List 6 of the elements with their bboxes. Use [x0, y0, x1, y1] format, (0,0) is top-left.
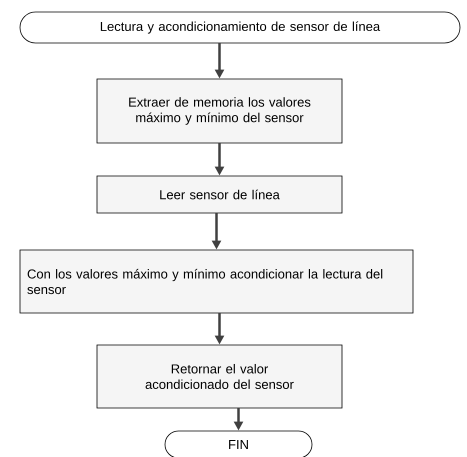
process-box: Extraer de memoria los valores máximo y mínimo del sensor — [96, 78, 342, 144]
process-box: Retornar el valor acondicionado del sensor — [96, 344, 342, 408]
process-box: Con los valores máximo y mínimo acondicionar la lectura del sensor — [20, 250, 414, 314]
process-box: Leer sensor de línea — [96, 176, 342, 214]
terminal-box: FIN — [164, 430, 312, 457]
terminal-box: Lectura y acondicionamiento de sensor de línea — [20, 12, 460, 44]
